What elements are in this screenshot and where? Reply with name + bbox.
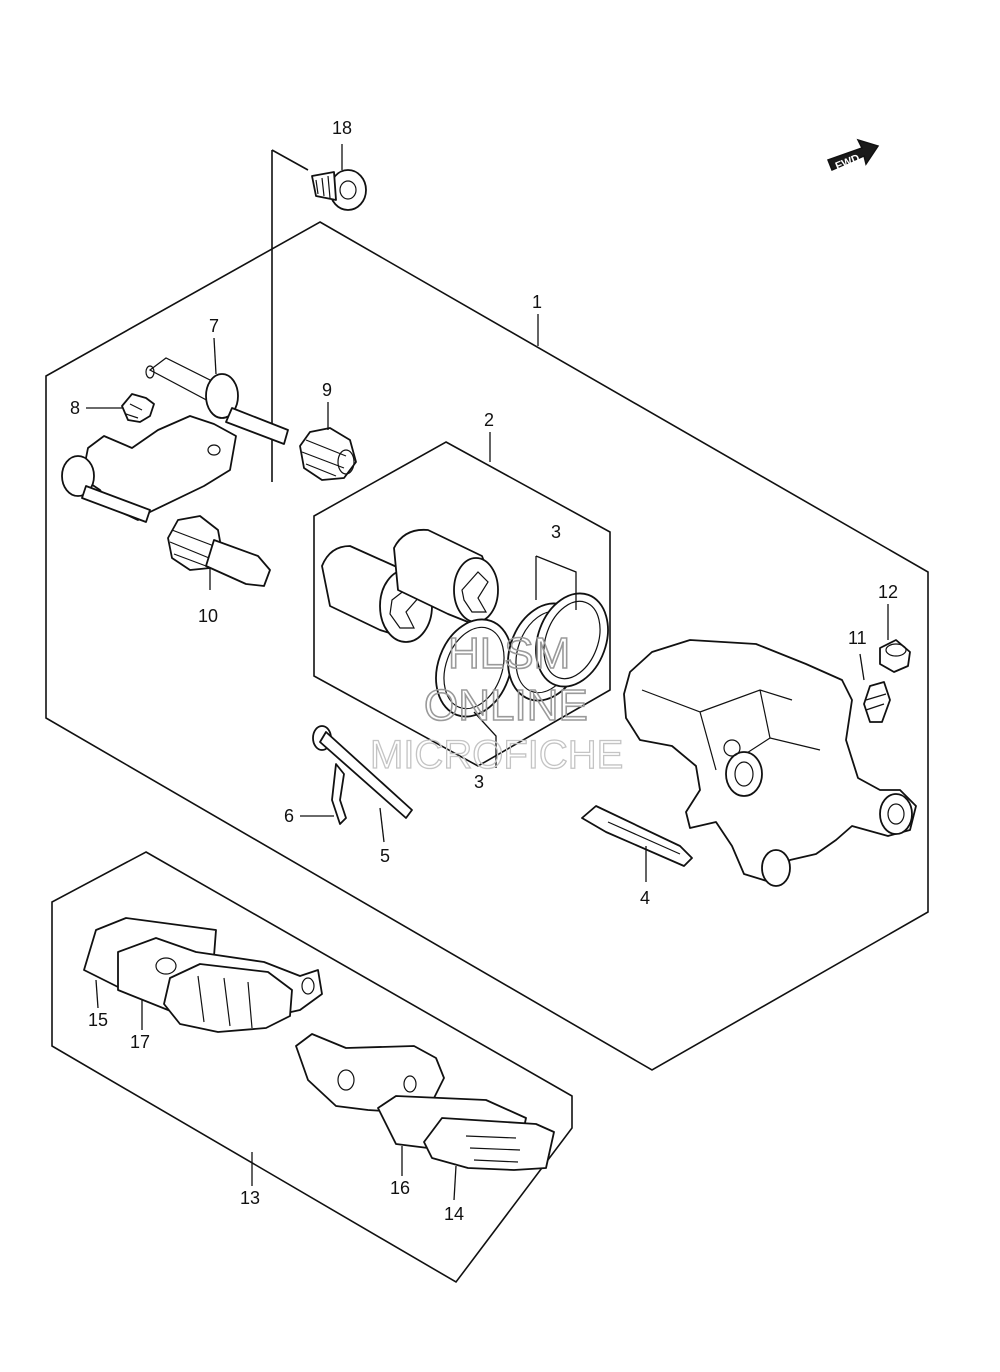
callout-2: 2 (484, 410, 494, 430)
callout-1: 1 (532, 292, 542, 312)
callout-18: 18 (332, 118, 352, 138)
bolt-part (311, 169, 367, 211)
callout-4: 4 (640, 888, 650, 908)
watermark-line1: HLSM (448, 629, 570, 678)
callout-11: 11 (848, 628, 867, 648)
pad-pin-part (312, 725, 413, 819)
bleeder-cap-part (879, 639, 911, 673)
bleeder-screw-part (863, 681, 891, 723)
callout-3-top: 3 (551, 522, 561, 542)
bracket-part (61, 357, 289, 523)
callout-17: 17 (130, 1032, 150, 1052)
pad-set-outline (51, 851, 573, 1284)
callout-5: 5 (380, 846, 390, 866)
pin-boot-part (167, 515, 271, 587)
fwd-label: FWD (834, 152, 862, 173)
boot-part (299, 427, 357, 481)
pad-spring-part (581, 805, 693, 867)
callout-6: 6 (284, 806, 294, 826)
callout-9: 9 (322, 380, 332, 400)
clip-part (121, 393, 155, 423)
callout-14: 14 (444, 1204, 464, 1224)
callout-7: 7 (209, 316, 219, 336)
callout-16: 16 (390, 1178, 410, 1198)
callout-13: 13 (240, 1188, 260, 1208)
callout-numbers: 1 2 3 3 4 5 6 7 8 9 10 11 12 13 14 15 16… (70, 118, 898, 1224)
fwd-arrow-icon: FWD (827, 138, 880, 173)
callout-8: 8 (70, 398, 80, 418)
watermark-line2: ONLINE (424, 681, 588, 730)
callout-leaders (86, 144, 889, 1201)
callout-10: 10 (198, 606, 218, 626)
callout-3-bottom: 3 (474, 772, 484, 792)
watermark-line3: MICROFICHE (370, 733, 623, 777)
retainer-clip-part (331, 763, 347, 825)
caliper-assembly-outline (45, 221, 929, 1071)
caliper-body-part (623, 639, 917, 887)
brake-pad-set (83, 917, 555, 1171)
callout-15: 15 (88, 1010, 108, 1030)
watermark: HLSM ONLINE MICROFICHE (369, 628, 624, 777)
piston-set-outline (313, 441, 611, 767)
callout-12: 12 (878, 582, 898, 602)
piston-seals (435, 592, 609, 718)
piston-right (393, 528, 499, 627)
